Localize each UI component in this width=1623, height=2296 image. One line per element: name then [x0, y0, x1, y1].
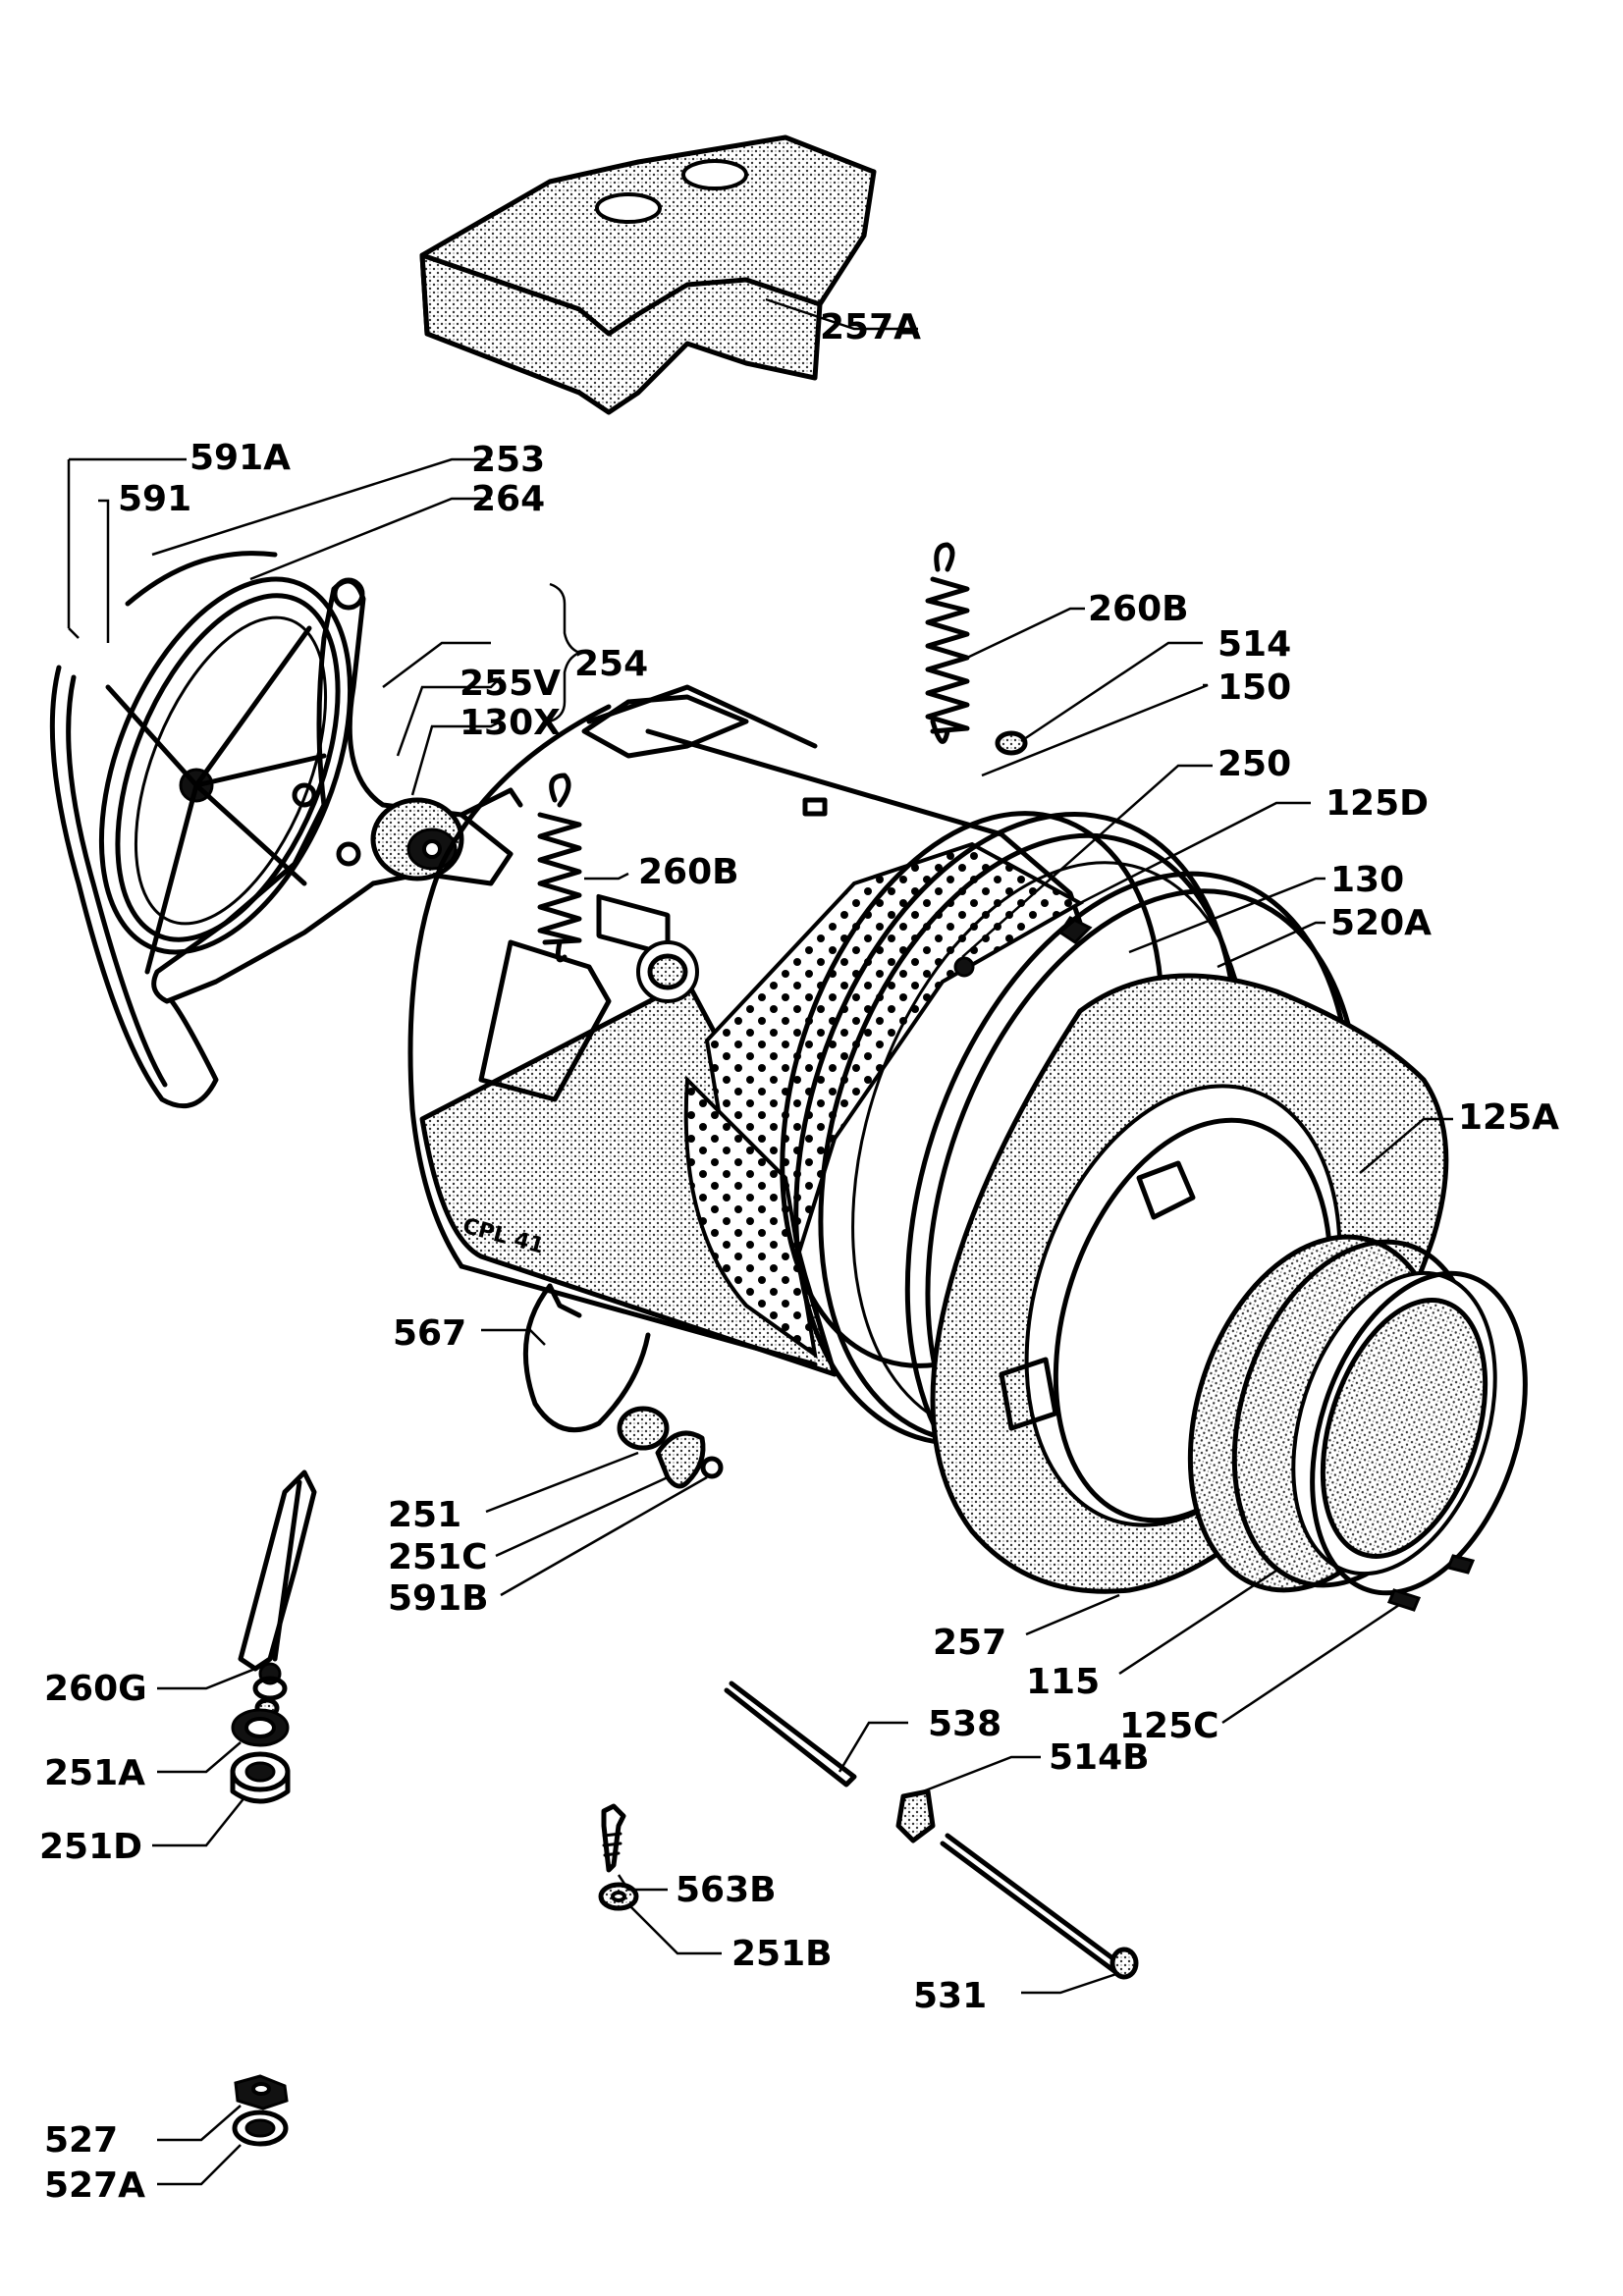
label-591: 591: [118, 479, 191, 519]
bushing-514b: [895, 1789, 936, 1843]
label-255V: 255V: [460, 664, 561, 704]
pin-538: [724, 1681, 857, 1788]
label-251D: 251D: [39, 1827, 142, 1867]
bushing-251a: [231, 1708, 290, 1747]
label-125C: 125C: [1119, 1706, 1219, 1746]
label-260G: 260G: [44, 1669, 147, 1709]
bolt-531: [940, 1833, 1139, 1980]
label-538: 538: [928, 1704, 1001, 1744]
label-115: 115: [1026, 1662, 1100, 1702]
label-150: 150: [1217, 667, 1291, 708]
label-591A: 591A: [189, 438, 291, 478]
inner-drum: [683, 811, 1164, 1368]
leader-lines: [67, 297, 1453, 2186]
counterweight-top: [419, 134, 877, 415]
label-567: 567: [393, 1313, 466, 1354]
label-531: 531: [913, 1976, 987, 2016]
cap-514: [995, 730, 1028, 756]
label-260B-mid: 260B: [638, 852, 739, 892]
label-257: 257: [933, 1623, 1006, 1663]
spring-top: [925, 542, 970, 744]
label-254: 254: [574, 644, 648, 684]
label-514: 514: [1217, 624, 1291, 665]
screw-563b: [601, 1803, 626, 1873]
washer-527a: [232, 2109, 289, 2147]
label-125D: 125D: [1325, 783, 1429, 824]
spider-arm: [151, 577, 523, 1004]
hose-567: [522, 1283, 651, 1433]
label-527: 527: [44, 2120, 118, 2161]
label-251: 251: [388, 1495, 461, 1535]
label-260B-top: 260B: [1088, 589, 1189, 629]
label-251C: 251C: [388, 1537, 488, 1577]
nut-527: [234, 2074, 289, 2110]
washer-591b: [700, 1456, 724, 1479]
part-labels: 257A 591A 253 591 264 254 255V 130X 260B…: [39, 307, 1559, 2206]
washer-251b: [598, 1882, 639, 1911]
drum-pulley: [98, 576, 353, 975]
label-514B: 514B: [1049, 1737, 1150, 1778]
label-253: 253: [471, 440, 545, 480]
label-251B: 251B: [731, 1934, 833, 1974]
label-527A: 527A: [44, 2165, 145, 2206]
label-264: 264: [471, 479, 545, 519]
label-563B: 563B: [676, 1870, 777, 1910]
seal-clamp-ring: [1310, 1270, 1528, 1612]
label-251A: 251A: [44, 1753, 145, 1793]
group-brace-254: [549, 582, 583, 723]
damper-260g: [238, 1469, 317, 1719]
label-250: 250: [1217, 744, 1291, 784]
label-520A: 520A: [1330, 903, 1432, 943]
bushing-251d: [230, 1751, 291, 1804]
drive-belt: [49, 551, 278, 1109]
label-130: 130: [1330, 860, 1404, 900]
door-seal: [1187, 1234, 1497, 1593]
bushing-251: [617, 1406, 670, 1451]
cone-251c: [655, 1430, 706, 1489]
spring-mid: [537, 773, 582, 963]
label-257A: 257A: [820, 307, 921, 347]
label-130X: 130X: [460, 703, 561, 743]
label-591B: 591B: [388, 1578, 489, 1619]
label-125A: 125A: [1458, 1097, 1559, 1138]
